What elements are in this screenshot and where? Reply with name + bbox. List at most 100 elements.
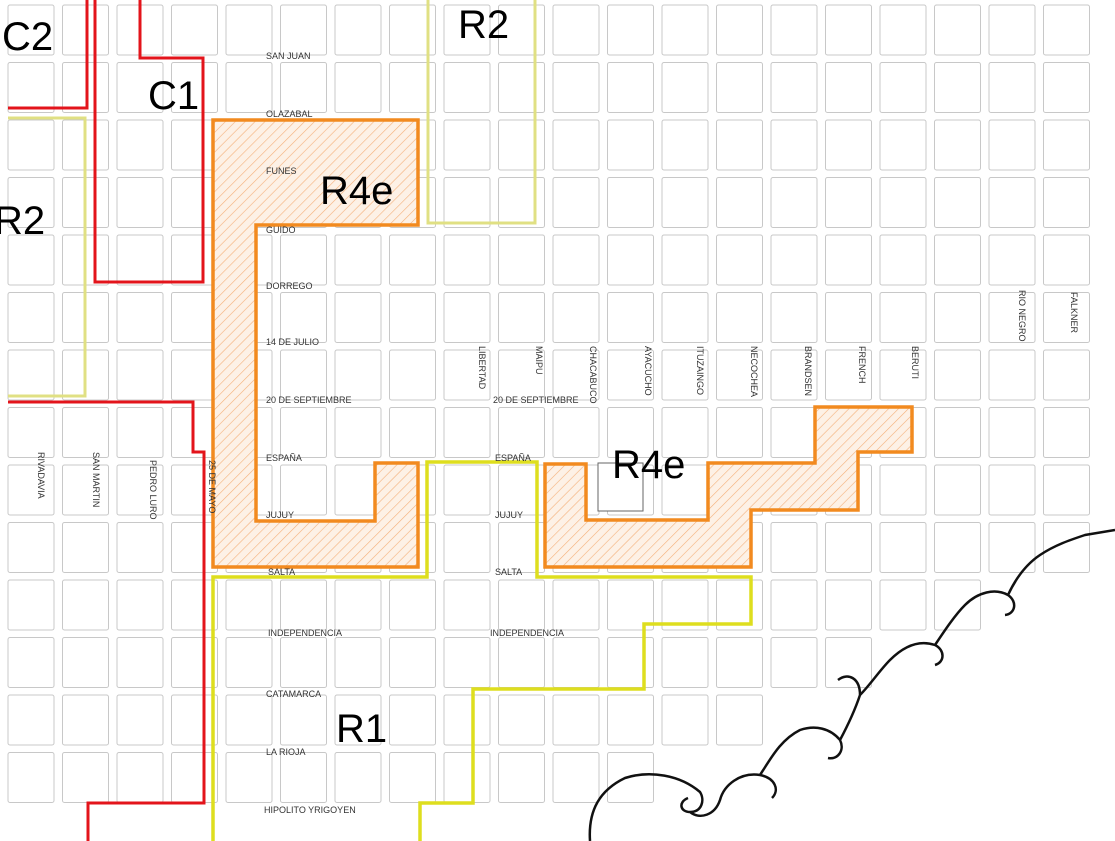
street-label-chacabuco: CHACABUCO <box>588 346 598 404</box>
city-block <box>443 292 491 343</box>
street-label-espana-east: ESPAÑA <box>495 453 531 463</box>
city-block <box>334 349 382 401</box>
city-block <box>770 579 818 631</box>
city-block <box>280 579 327 631</box>
street-label-25-de-mayo: 25 DE MAYO <box>207 460 217 513</box>
street-label-funes: FUNES <box>266 166 297 176</box>
city-block <box>988 62 1036 113</box>
city-block <box>607 407 654 458</box>
city-block <box>607 349 654 401</box>
city-block <box>171 349 218 401</box>
city-block <box>389 752 436 803</box>
city-block <box>334 4 382 56</box>
street-label-jujuy-east: JUJUY <box>495 510 523 520</box>
city-block <box>879 119 927 171</box>
city-block <box>552 62 600 113</box>
city-block <box>7 292 55 343</box>
city-block <box>7 4 55 56</box>
city-block <box>879 234 927 286</box>
city-block <box>389 62 436 113</box>
city-block <box>607 637 654 688</box>
city-block <box>498 119 545 171</box>
city-block <box>225 62 273 113</box>
city-block <box>225 4 273 56</box>
city-block <box>498 349 545 401</box>
street-label-brandsen: BRANDSEN <box>803 346 813 396</box>
building-outline <box>597 462 644 512</box>
city-block <box>552 407 600 458</box>
city-block <box>280 694 327 746</box>
street-label-20-de-septiembre-east: 20 DE SEPTIEMBRE <box>493 395 579 405</box>
city-block <box>661 407 709 458</box>
city-block <box>443 349 491 401</box>
city-block <box>498 752 545 803</box>
city-block <box>988 234 1036 286</box>
city-block <box>7 464 55 516</box>
city-block <box>552 4 600 56</box>
city-block <box>988 522 1036 573</box>
city-block <box>934 234 981 286</box>
city-block <box>7 752 55 803</box>
city-block <box>879 4 927 56</box>
city-block <box>552 119 600 171</box>
city-block <box>116 407 164 458</box>
city-block <box>825 234 872 286</box>
city-block <box>116 694 164 746</box>
city-block <box>770 177 818 228</box>
city-block <box>661 119 709 171</box>
city-block <box>171 637 218 688</box>
street-label-necochea: NECOCHEA <box>749 346 759 397</box>
city-block <box>934 292 981 343</box>
city-block <box>825 62 872 113</box>
street-label-salta-west: SALTA <box>268 567 295 577</box>
zone-label-r2-top: R2 <box>458 3 509 47</box>
street-label-falkner: FALKNER <box>1069 292 1079 334</box>
city-block <box>116 637 164 688</box>
city-block <box>498 234 545 286</box>
city-block <box>171 119 218 171</box>
city-block <box>498 637 545 688</box>
city-block <box>825 637 872 688</box>
city-block <box>116 234 164 286</box>
city-block <box>1043 292 1090 343</box>
city-block <box>934 579 981 631</box>
zone-c-south-boundary <box>8 400 206 841</box>
street-label-20-de-septiembre-west: 20 DE SEPTIEMBRE <box>266 395 352 405</box>
city-block <box>879 62 927 113</box>
city-block <box>116 177 164 228</box>
city-block <box>1043 407 1090 458</box>
city-block <box>62 752 109 803</box>
zone-label-r1: R1 <box>336 707 387 751</box>
city-block <box>988 4 1036 56</box>
zone-label-r4e-west: R4e <box>320 169 393 213</box>
city-block <box>7 349 55 401</box>
city-block <box>7 119 55 171</box>
city-block <box>225 752 273 803</box>
city-block <box>770 119 818 171</box>
city-block <box>116 579 164 631</box>
city-block <box>280 752 327 803</box>
city-block <box>934 177 981 228</box>
city-block <box>716 4 763 56</box>
city-block <box>934 62 981 113</box>
city-block <box>716 694 763 746</box>
city-block <box>1043 522 1090 573</box>
street-label-ituzaingo: ITUZAINGO <box>695 346 705 395</box>
city-block <box>116 292 164 343</box>
coastline <box>588 528 1115 841</box>
street-label-salta-east: SALTA <box>495 567 522 577</box>
city-block <box>171 522 218 573</box>
street-label-dorrego: DORREGO <box>266 281 313 291</box>
city-block <box>334 752 382 803</box>
city-block <box>498 694 545 746</box>
city-block <box>171 579 218 631</box>
city-block <box>934 407 981 458</box>
city-block <box>552 637 600 688</box>
city-block <box>988 292 1036 343</box>
city-block <box>171 694 218 746</box>
zone-r4e-west-boundary <box>211 118 420 569</box>
city-block <box>389 4 436 56</box>
zone-r4e-east-fill <box>545 407 912 567</box>
city-block <box>716 407 763 458</box>
zone-r4e-west-fill <box>213 120 418 567</box>
